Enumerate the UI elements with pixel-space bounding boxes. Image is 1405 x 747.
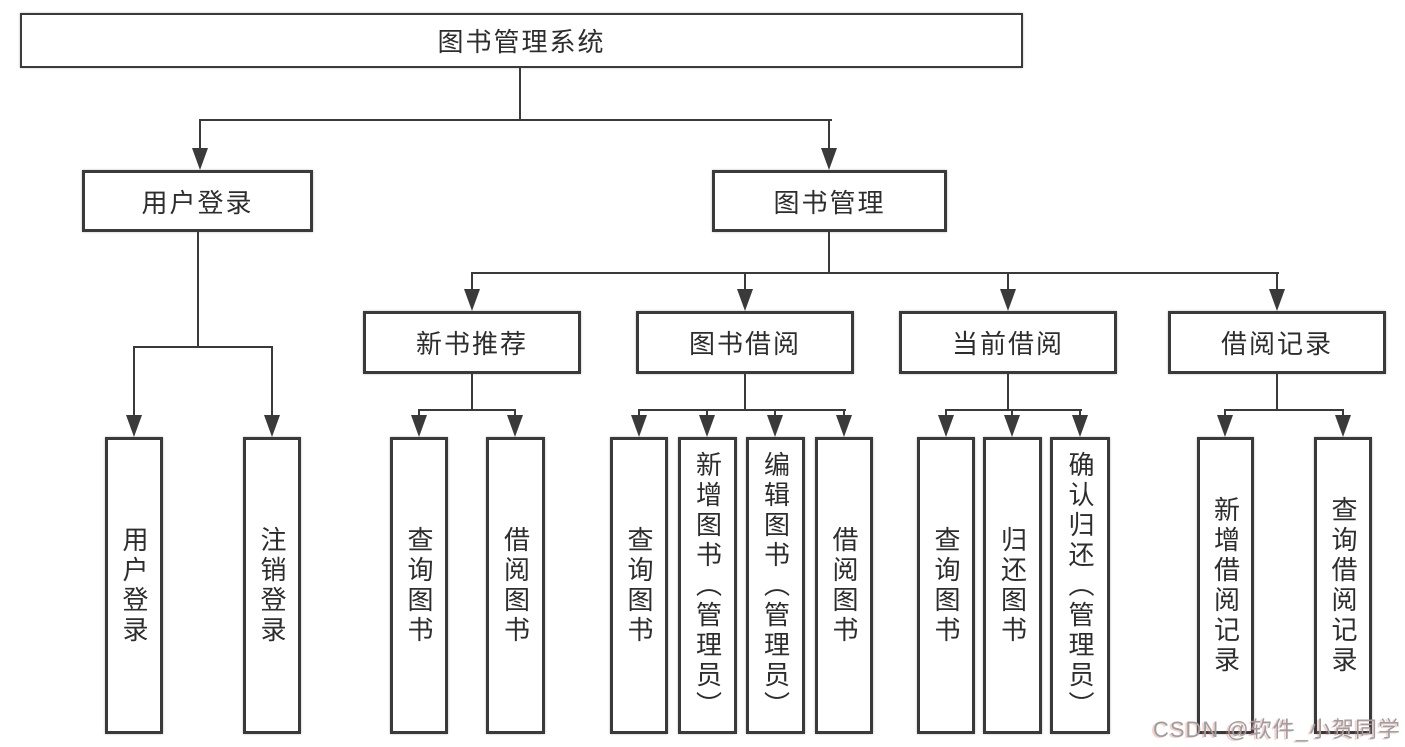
- leaf-borrow-books-1: 借阅图书: [486, 437, 545, 734]
- connector-to-book-borrow: [744, 274, 746, 292]
- arrow-down-icon: [1072, 415, 1088, 437]
- leaf-confirm-return-admin: 确认归还（管理员）: [1050, 437, 1110, 734]
- connector-records-leaf-2: [1342, 411, 1344, 416]
- node-root-label: 图书管理系统: [437, 27, 606, 57]
- connector-bookborrow-leaf-2: [706, 411, 708, 416]
- node-user-login-label: 用户登录: [141, 187, 254, 218]
- connector-records-stub: [1276, 374, 1278, 410]
- arrow-down-icon: [264, 415, 280, 437]
- leaf-logout: 注销登录: [243, 437, 301, 734]
- connector-to-current-borrow: [1007, 274, 1009, 292]
- node-book-borrow-label: 图书借阅: [688, 329, 801, 359]
- leaf-return-books-label: 归还图书: [997, 525, 1028, 646]
- arrow-down-icon: [1335, 415, 1351, 437]
- leaf-logout-label: 注销登录: [257, 525, 287, 646]
- leaf-edit-books-admin: 编辑图书（管理员）: [746, 437, 805, 734]
- connector-login-leaf-1: [133, 348, 135, 415]
- connector-to-book-management: [828, 121, 830, 152]
- arrow-down-icon: [1000, 289, 1016, 311]
- node-new-book-recommend: 新书推荐: [363, 311, 581, 374]
- leaf-edit-books-admin-label: 编辑图书（管理员）: [760, 450, 791, 721]
- connector-to-new-book: [471, 274, 473, 292]
- leaf-return-books: 归还图书: [983, 437, 1042, 734]
- leaf-query-books-1-label: 查询图书: [404, 525, 434, 646]
- connector-currentborrow-leaf-3: [1079, 411, 1081, 416]
- connector-level3-rail: [471, 272, 1279, 274]
- leaf-confirm-return-admin-label: 确认归还（管理员）: [1065, 450, 1095, 721]
- leaf-query-borrow-record: 查询借阅记录: [1314, 437, 1372, 734]
- connector-to-borrow-records: [1276, 274, 1278, 292]
- connector-newbook-stub: [471, 374, 473, 410]
- arrow-down-icon: [464, 289, 480, 311]
- arrow-down-icon: [699, 415, 715, 437]
- connector-login-stub: [197, 232, 199, 348]
- connector-newbook-rail: [418, 409, 516, 411]
- connector-level2-rail: [199, 119, 832, 121]
- connector-currentborrow-stub: [1007, 374, 1009, 410]
- leaf-borrow-books-2: 借阅图书: [815, 437, 873, 734]
- leaf-query-books-1: 查询图书: [390, 437, 448, 734]
- arrow-down-icon: [836, 415, 852, 437]
- node-root-system: 图书管理系统: [20, 13, 1023, 68]
- connector-records-rail: [1224, 409, 1344, 411]
- connector-bookborrow-stub: [744, 374, 746, 410]
- watermark-text: CSDN @软件_小贺同学: [1152, 717, 1401, 742]
- arrow-down-icon: [767, 415, 783, 437]
- node-current-borrow-label: 当前借阅: [951, 329, 1064, 359]
- connector-mgmt-stub: [828, 232, 830, 274]
- connector-bookborrow-leaf-3: [774, 411, 776, 416]
- connector-bookborrow-leaf-4: [843, 411, 845, 416]
- connector-bookborrow-rail: [638, 409, 846, 411]
- connector-newbook-leaf-1: [418, 411, 420, 416]
- arrow-down-icon: [821, 148, 837, 170]
- node-user-login: 用户登录: [82, 170, 313, 232]
- node-book-management: 图书管理: [712, 170, 947, 232]
- node-current-borrow: 当前借阅: [899, 311, 1117, 374]
- node-new-book-recommend-label: 新书推荐: [415, 329, 528, 359]
- node-book-borrow: 图书借阅: [636, 311, 854, 374]
- connector-login-leaf-2: [271, 348, 273, 415]
- leaf-query-books-2-label: 查询图书: [624, 525, 654, 646]
- connector-currentborrow-leaf-1: [945, 411, 947, 416]
- leaf-query-books-3: 查询图书: [917, 437, 975, 734]
- node-borrow-records: 借阅记录: [1168, 311, 1386, 374]
- leaf-user-login: 用户登录: [105, 437, 163, 734]
- arrow-down-icon: [1269, 289, 1285, 311]
- arrow-down-icon: [1217, 415, 1233, 437]
- connector-records-leaf-1: [1224, 411, 1226, 416]
- leaf-add-borrow-record: 新增借阅记录: [1197, 437, 1254, 734]
- leaf-add-borrow-record-label: 新增借阅记录: [1210, 495, 1241, 676]
- arrow-down-icon: [411, 415, 427, 437]
- leaf-borrow-books-2-label: 借阅图书: [829, 525, 859, 646]
- leaf-add-books-admin: 新增图书（管理员）: [678, 437, 737, 734]
- arrow-down-icon: [507, 415, 523, 437]
- connector-currentborrow-leaf-2: [1011, 411, 1013, 416]
- leaf-borrow-books-1-label: 借阅图书: [500, 525, 531, 646]
- arrow-down-icon: [631, 415, 647, 437]
- leaf-user-login-label: 用户登录: [119, 525, 149, 646]
- connector-login-rail: [133, 346, 273, 348]
- node-book-management-label: 图书管理: [773, 187, 886, 218]
- leaf-query-borrow-record-label: 查询借阅记录: [1328, 495, 1358, 676]
- leaf-query-books-2: 查询图书: [610, 437, 668, 734]
- connector-bookborrow-leaf-1: [638, 411, 640, 416]
- leaf-add-books-admin-label: 新增图书（管理员）: [692, 450, 723, 721]
- connector-to-user-login: [199, 121, 201, 152]
- arrow-down-icon: [192, 148, 208, 170]
- connector-newbook-leaf-2: [514, 411, 516, 416]
- leaf-query-books-3-label: 查询图书: [931, 525, 961, 646]
- connector-currentborrow-rail: [945, 409, 1082, 411]
- arrow-down-icon: [1004, 415, 1020, 437]
- arrow-down-icon: [938, 415, 954, 437]
- node-borrow-records-label: 借阅记录: [1220, 329, 1333, 359]
- arrow-down-icon: [737, 289, 753, 311]
- arrow-down-icon: [126, 415, 142, 437]
- connector-root-stub: [519, 68, 521, 121]
